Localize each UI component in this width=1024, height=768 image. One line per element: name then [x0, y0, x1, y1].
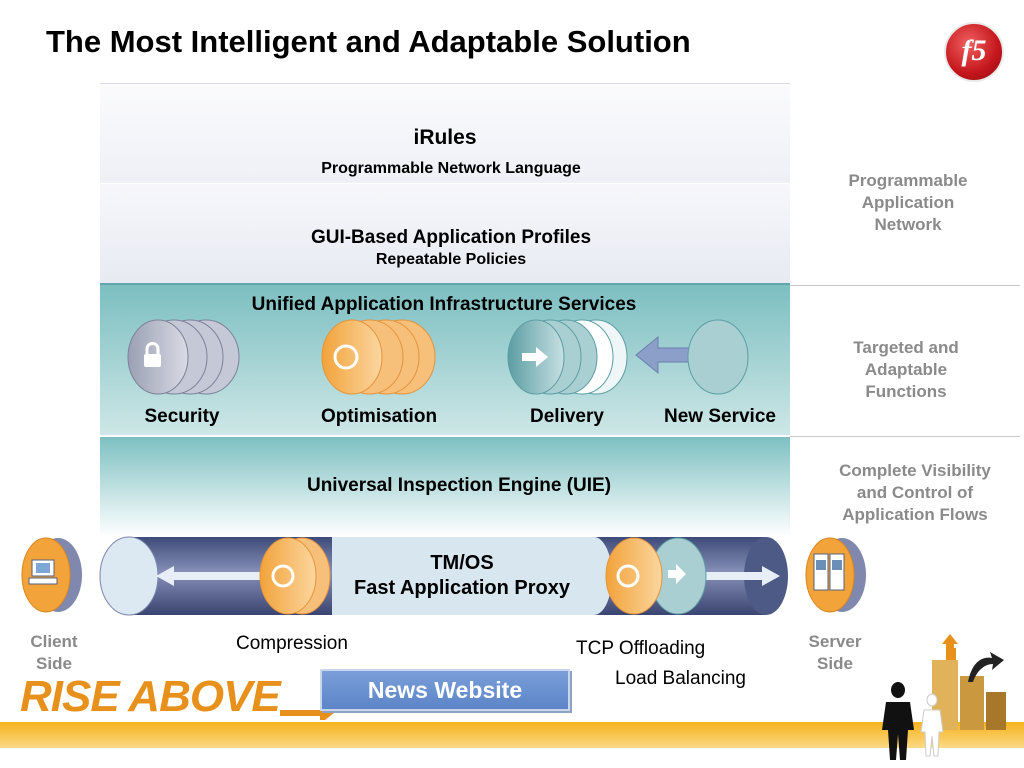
load-balancing-label: Load Balancing	[615, 668, 746, 689]
divider	[790, 285, 1020, 286]
service-disks	[127, 319, 749, 395]
tcp-loadbalancing-disk-icon	[605, 537, 707, 615]
news-website-button[interactable]: News Website	[320, 669, 570, 711]
service-label-delivery: Delivery	[530, 406, 604, 427]
divider	[790, 436, 1020, 437]
service-label-optimisation: Optimisation	[320, 406, 438, 427]
delivery-disk-icon	[507, 319, 628, 395]
slide-title: The Most Intelligent and Adaptable Solut…	[46, 24, 691, 59]
optimisation-disk-icon	[321, 319, 436, 395]
rise-above-logo: RISE ABOVE	[20, 672, 281, 721]
service-label-new-service: New Service	[664, 406, 776, 427]
tcp-offloading-label: TCP Offloading	[576, 638, 706, 659]
gui-title: GUI-Based Application Profiles	[310, 227, 592, 248]
f5-logo: f5	[944, 22, 1004, 82]
uie-title: Universal Inspection Engine (UIE)	[306, 475, 612, 496]
layer-uie: Universal Inspection Engine (UIE)	[100, 435, 790, 537]
server-icon	[805, 537, 866, 613]
new-service-disk-icon	[635, 319, 749, 395]
gui-subtitle: Repeatable Policies	[375, 251, 527, 268]
irules-title: iRules	[413, 126, 477, 149]
service-label-security: Security	[144, 406, 220, 427]
irules-subtitle: Programmable Network Language	[321, 160, 581, 177]
layer-irules: iRules Programmable Network Language	[100, 83, 790, 184]
security-disk-icon	[127, 319, 240, 395]
footer-bar	[0, 722, 1024, 748]
tmos-label: TM/OS Fast Application Proxy	[354, 552, 570, 599]
compression-disk-icon	[259, 537, 331, 615]
compression-label: Compression	[236, 633, 348, 654]
services-title: Unified Application Infrastructure Servi…	[251, 294, 637, 315]
buildings-people-illustration	[882, 634, 1006, 760]
layer-gui-profiles: GUI-Based Application Profiles Repeatabl…	[100, 183, 790, 284]
client-computer-icon	[21, 537, 82, 613]
tmos-pipe	[99, 536, 788, 616]
